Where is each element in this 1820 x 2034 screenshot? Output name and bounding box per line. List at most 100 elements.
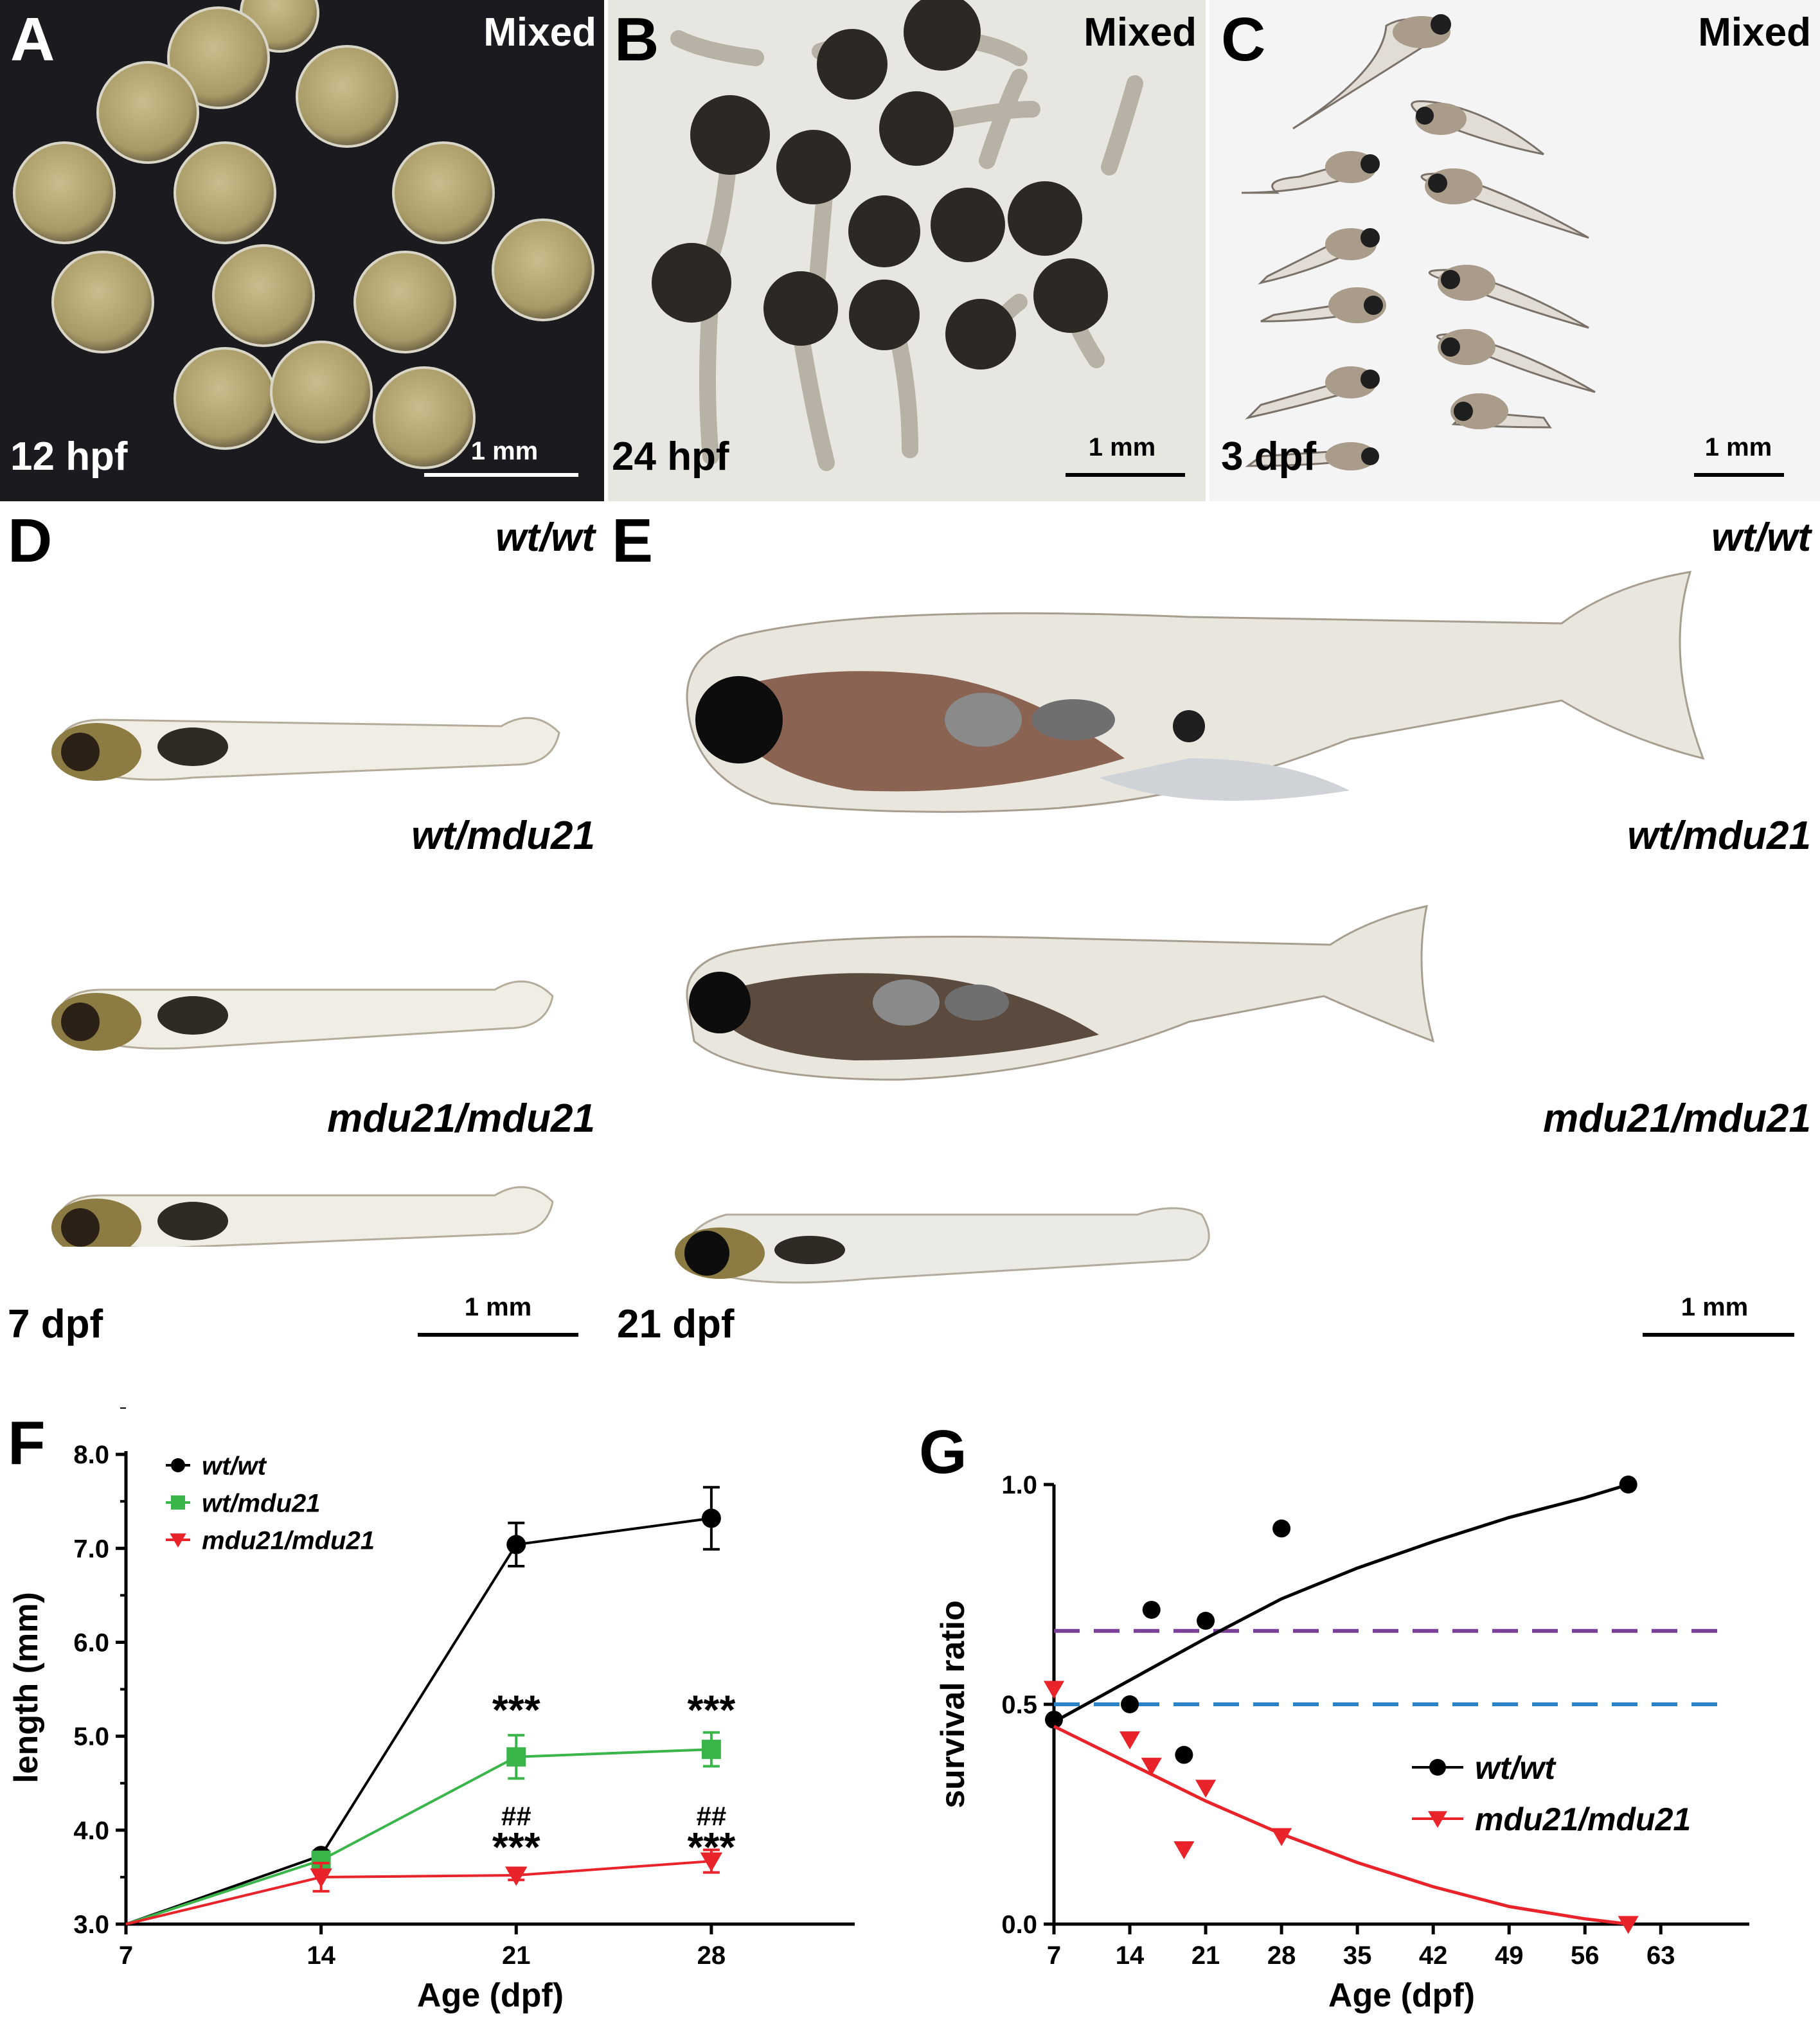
panel-b-scale-bar — [1066, 473, 1185, 477]
larva-7dpf-hom — [51, 1186, 554, 1247]
legend-label-mdu21-mdu21: mdu21/mdu21 — [202, 1526, 375, 1555]
significance-mark: ## — [697, 1801, 727, 1832]
panel-a-stage: 12 hpf — [10, 434, 128, 479]
panel-e: E wt/wt wt/mdu21 mdu21/mdu21 21 dpf 1 mm — [611, 508, 1820, 1356]
x-tick-label: 21 — [1191, 1941, 1220, 1970]
panel-b-scale-label: 1 mm — [1088, 433, 1156, 461]
legend-label-wt-mdu21: wt/mdu21 — [202, 1489, 320, 1517]
panel-f-letter: F — [8, 1409, 46, 1477]
panel-c-letter: C — [1221, 5, 1266, 74]
panel-b-letter: B — [614, 5, 659, 74]
data-point-wt-wt — [1272, 1519, 1291, 1538]
y-axis-label: length (mm) — [8, 1592, 45, 1783]
data-point-mdu21-mdu21 — [1043, 1681, 1065, 1699]
x-tick-label: 63 — [1646, 1941, 1675, 1970]
panel-e-scale-label: 1 mm — [1681, 1293, 1749, 1321]
significance-mark: *** — [688, 1687, 736, 1733]
x-tick-label: 14 — [1116, 1941, 1145, 1970]
panel-a-scale-bar — [424, 473, 578, 477]
legend-marker-mdu21-mdu21 — [170, 1533, 186, 1548]
fit-curve-wt-wt — [1053, 1483, 1629, 1724]
y-tick-label: 3.0 — [73, 1911, 109, 1939]
panel-e-genotype-2: wt/mdu21 — [1627, 814, 1811, 858]
legend-label-wt-wt: wt/wt — [1475, 1750, 1557, 1786]
panel-e-stage: 21 dpf — [617, 1302, 735, 1346]
panel-c-scale-label: 1 mm — [1704, 433, 1772, 461]
panel-d-genotype-2: wt/mdu21 — [411, 814, 595, 858]
panel-e-fish-photo — [675, 571, 1705, 1284]
data-point-mdu21-mdu21 — [1119, 1731, 1141, 1750]
panel-e-genotype-3: mdu21/mdu21 — [1543, 1096, 1811, 1141]
x-tick-label: 21 — [502, 1941, 531, 1970]
data-point-wt-wt — [1045, 1710, 1063, 1729]
data-point-wt-wt — [1197, 1612, 1215, 1630]
legend-marker-mdu21-mdu21 — [1428, 1811, 1447, 1828]
panel-c-scale-bar — [1694, 473, 1784, 477]
panel-d-letter: D — [8, 508, 53, 575]
data-point-wt-mdu21 — [506, 1747, 526, 1767]
panel-b-embryo-photo — [652, 0, 1143, 471]
x-tick-label: 49 — [1495, 1941, 1524, 1970]
data-point-mdu21-mdu21 — [1141, 1758, 1162, 1776]
panel-d-scale-bar — [418, 1333, 578, 1337]
panel-b-stage: 24 hpf — [612, 434, 729, 479]
x-tick-label: 14 — [307, 1941, 335, 1970]
larva-7dpf-wt — [51, 717, 560, 781]
y-tick-label: 0.0 — [1001, 1911, 1037, 1939]
panel-e-letter: E — [612, 508, 654, 575]
data-point-mdu21-mdu21 — [1618, 1916, 1639, 1934]
panel-c: C Mixed 3 dpf 1 mm — [1209, 0, 1820, 501]
panel-e-scale-bar — [1643, 1333, 1794, 1337]
significance-mark: ## — [501, 1801, 531, 1832]
series-line-wt-wt — [125, 1517, 712, 1925]
series-line-mdu21-mdu21 — [125, 1860, 712, 1925]
x-tick-label: 28 — [1267, 1941, 1296, 1970]
panel-e-genotype-1: wt/wt — [1711, 515, 1811, 560]
significance-mark: *** — [492, 1824, 540, 1870]
x-tick-label: 28 — [697, 1941, 726, 1970]
data-point-mdu21-mdu21 — [1195, 1780, 1217, 1798]
y-tick-label: 0.5 — [1001, 1691, 1037, 1719]
legend-marker-wt-wt — [171, 1458, 185, 1472]
x-tick-label: 35 — [1343, 1941, 1372, 1970]
panel-c-condition: Mixed — [1698, 10, 1811, 55]
fish-21dpf-wt — [686, 571, 1705, 813]
x-tick-label: 7 — [119, 1941, 133, 1970]
legend-label-wt-wt: wt/wt — [202, 1452, 267, 1480]
larva-7dpf-het — [51, 980, 554, 1051]
y-tick-label: 5.0 — [73, 1723, 109, 1751]
fish-21dpf-hom — [675, 1207, 1210, 1284]
data-point-wt-wt — [1121, 1695, 1139, 1713]
x-tick-label: 56 — [1571, 1941, 1600, 1970]
data-point-mdu21-mdu21 — [1271, 1828, 1292, 1846]
x-tick-label: 7 — [1047, 1941, 1061, 1970]
y-tick-label: 8.0 — [73, 1441, 109, 1469]
fish-21dpf-het — [686, 905, 1435, 1081]
data-point-wt-wt — [701, 1508, 721, 1528]
panel-a-letter: A — [10, 5, 55, 74]
panel-d-stage: 7 dpf — [8, 1302, 103, 1346]
panel-d-larvae-photo — [51, 717, 560, 1247]
fit-curve-mdu21-mdu21 — [1053, 1724, 1628, 1926]
y-axis-label: survival ratio — [934, 1600, 972, 1808]
panel-b-condition: Mixed — [1084, 10, 1197, 55]
panel-d: D wt/wt wt/mdu21 mdu21/mdu21 7 dpf 1 mm — [0, 508, 604, 1356]
data-point-wt-wt — [1142, 1600, 1161, 1619]
panel-a: A Mixed 12 hpf 1 mm — [0, 0, 604, 501]
panel-g-letter: G — [919, 1418, 967, 1486]
data-point-mdu21-mdu21 — [700, 1852, 723, 1872]
panel-d-scale-label: 1 mm — [464, 1293, 532, 1321]
significance-mark: *** — [492, 1687, 540, 1733]
legend-marker-wt-wt — [1429, 1759, 1446, 1776]
panel-d-genotype-3: mdu21/mdu21 — [327, 1096, 595, 1141]
panel-b: B Mixed 24 hpf 1 mm — [608, 0, 1206, 501]
y-tick-label: 6.0 — [73, 1628, 109, 1657]
data-point-mdu21-mdu21 — [1173, 1841, 1195, 1860]
data-point-wt-wt — [506, 1535, 526, 1555]
panel-c-larvae-photo — [1241, 14, 1596, 470]
y-tick-label: 7.0 — [73, 1535, 109, 1563]
y-tick-label: 1.0 — [1001, 1471, 1037, 1499]
data-point-mdu21-mdu21 — [505, 1866, 528, 1886]
